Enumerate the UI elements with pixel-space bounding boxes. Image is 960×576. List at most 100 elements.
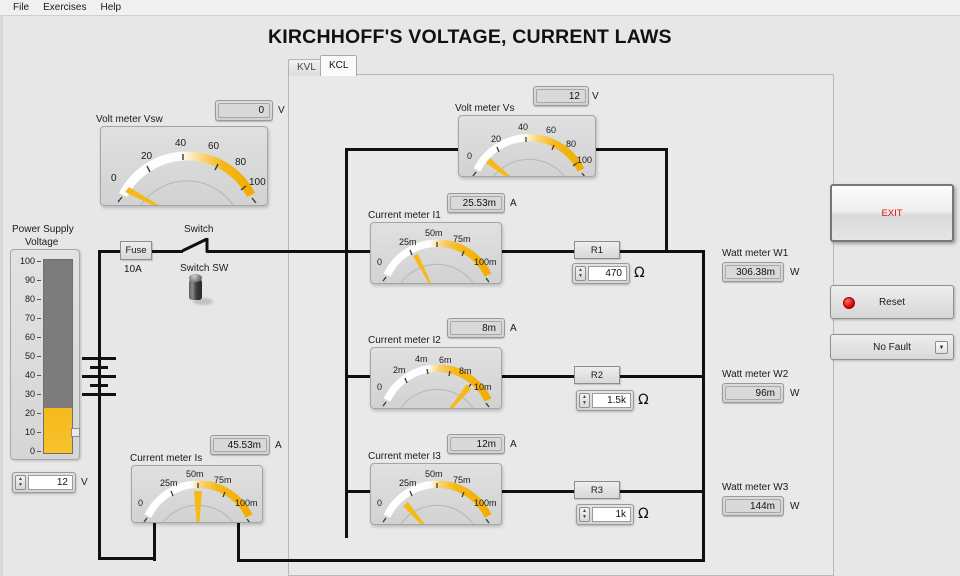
wire-fuse-left	[98, 250, 120, 253]
resistor-r3-label: R3	[590, 484, 604, 496]
resistor-r3-spinner[interactable]: ▲ ▼	[579, 507, 590, 522]
power-supply-label-line2: Voltage	[25, 237, 59, 248]
slider-thumb[interactable]	[71, 428, 80, 437]
wire-node-down-left	[345, 148, 348, 538]
power-supply-slider[interactable]: 100 90 80 70 60 50 40 30 20 10 0	[10, 249, 80, 460]
power-supply-spinner[interactable]: ▲ ▼	[15, 475, 26, 490]
menu-item-exercises[interactable]: Exercises	[43, 2, 87, 13]
wattmeter-w1-label: Watt meter W1	[722, 248, 789, 259]
wire-i1-left-lead	[345, 250, 375, 253]
meter-i2-svg: 0 2m 4m 6m 8m 10m	[377, 354, 492, 408]
chevron-down-icon[interactable]: ▼	[935, 341, 948, 354]
fuse-component[interactable]: Fuse	[120, 241, 152, 260]
meter-i1-svg: 0 25m 50m 75m 100m	[377, 228, 497, 283]
slider-tick-10: 10	[24, 427, 35, 437]
wire-switch-to-node	[206, 250, 346, 253]
meter-i1-value: 25.53m	[450, 196, 502, 210]
svg-text:80: 80	[235, 157, 247, 168]
slider-tick-100: 100	[19, 256, 35, 266]
meter-i1-label: Current meter I1	[368, 210, 441, 221]
resistor-r1-spinner[interactable]: ▲ ▼	[575, 266, 586, 281]
resistor-r2-label: R2	[590, 369, 604, 381]
meter-i2-indicator: 8m	[447, 318, 505, 338]
tab-strip: KVL KCL	[288, 55, 834, 76]
wire-top-vs-right	[592, 148, 668, 151]
resistor-r1-value[interactable]: 470	[588, 266, 627, 281]
wire-left-vertical	[98, 250, 101, 560]
svg-text:20: 20	[491, 134, 501, 144]
meter-vs-svg: 0 20 40 60 80 100	[467, 122, 592, 176]
switch-knob[interactable]	[189, 277, 202, 300]
tab-kcl[interactable]: KCL	[320, 55, 358, 76]
svg-text:50m: 50m	[425, 469, 443, 479]
resistor-r3-control[interactable]: ▲ ▼ 1k	[576, 504, 634, 525]
wire-is-right-lead	[237, 521, 240, 561]
power-supply-value[interactable]: 12	[28, 475, 73, 490]
meter-vsw-label: Volt meter Vsw	[96, 114, 163, 125]
reset-button[interactable]: Reset	[830, 285, 954, 319]
meter-i1-gauge: 0 25m 50m 75m 100m	[370, 222, 502, 284]
meter-i2-label: Current meter I2	[368, 335, 441, 346]
resistor-r2-control[interactable]: ▲ ▼ 1.5k	[576, 390, 634, 411]
resistor-r2-spinner[interactable]: ▲ ▼	[579, 393, 590, 408]
switch-blade	[182, 237, 209, 253]
menu-item-file[interactable]: File	[13, 2, 30, 13]
resistor-r3-value[interactable]: 1k	[592, 507, 631, 522]
status-led-icon	[843, 297, 855, 309]
resistor-r2-value[interactable]: 1.5k	[592, 393, 631, 408]
spinner-up-icon: ▲	[582, 393, 587, 400]
meter-i2-unit: A	[510, 323, 517, 334]
svg-text:8m: 8m	[459, 366, 472, 376]
svg-text:75m: 75m	[453, 234, 471, 244]
menu-bar: File Exercises Help	[0, 0, 960, 16]
slider-tick-70: 70	[24, 313, 35, 323]
svg-text:0: 0	[377, 257, 382, 267]
wire-bottom-return	[237, 559, 705, 562]
page-title: KIRCHHOFF'S VOLTAGE, CURRENT LAWS	[268, 26, 672, 48]
meter-vs-indicator: 12	[533, 86, 589, 106]
wire-top-vs-left	[345, 148, 483, 151]
svg-text:2m: 2m	[393, 365, 406, 375]
svg-text:80: 80	[566, 139, 576, 149]
svg-text:50m: 50m	[425, 228, 443, 238]
svg-text:0: 0	[467, 151, 472, 161]
resistor-r1-label: R1	[590, 244, 604, 256]
meter-vs-label: Volt meter Vs	[455, 103, 515, 114]
meter-vsw-unit: V	[278, 105, 285, 116]
resistor-r1-control[interactable]: ▲ ▼ 470	[572, 263, 630, 284]
spinner-up-icon: ▲	[578, 266, 583, 273]
wattmeter-w3-label: Watt meter W3	[722, 482, 789, 493]
wire-right-bus	[702, 250, 705, 562]
svg-text:60: 60	[208, 141, 220, 152]
slider-tick-50: 50	[24, 351, 35, 361]
meter-is-indicator: 45.53m	[210, 435, 270, 455]
wire-fuse-to-switch	[150, 250, 183, 253]
meter-i3-svg: 0 25m 50m 75m 100m	[377, 469, 497, 524]
fault-selector[interactable]: No Fault ▼	[830, 334, 954, 360]
exit-button[interactable]: EXIT	[830, 184, 954, 242]
power-supply-value-control[interactable]: ▲ ▼ 12	[12, 472, 76, 493]
svg-text:50m: 50m	[186, 469, 204, 479]
menu-item-help[interactable]: Help	[100, 2, 122, 13]
fault-selector-label: No Fault	[873, 341, 911, 353]
power-supply-unit: V	[81, 477, 88, 488]
resistor-r2-body: R2	[574, 366, 620, 384]
slider-tick-80: 80	[24, 294, 35, 304]
resistor-r2-unit: Ω	[638, 392, 649, 408]
wire-r3-to-right-bus	[620, 490, 705, 493]
slider-tick-0: 0	[29, 446, 35, 456]
left-accent-strip	[0, 16, 3, 576]
wire-i2-right-lead	[500, 375, 575, 378]
resistor-r3-unit: Ω	[638, 506, 649, 522]
wattmeter-w1-unit: W	[790, 267, 800, 278]
wattmeter-w1-indicator: 306.38m	[722, 262, 784, 282]
reset-button-label: Reset	[878, 296, 906, 308]
svg-text:0: 0	[377, 382, 382, 392]
svg-text:25m: 25m	[399, 478, 417, 488]
slider-track[interactable]	[43, 259, 73, 454]
meter-i2-value: 8m	[450, 321, 502, 335]
spinner-up-icon: ▲	[582, 507, 587, 514]
meter-vsw-value: 0	[218, 103, 270, 118]
meter-is-label: Current meter Is	[130, 453, 203, 464]
switch-knob-label: Switch SW	[180, 263, 229, 274]
